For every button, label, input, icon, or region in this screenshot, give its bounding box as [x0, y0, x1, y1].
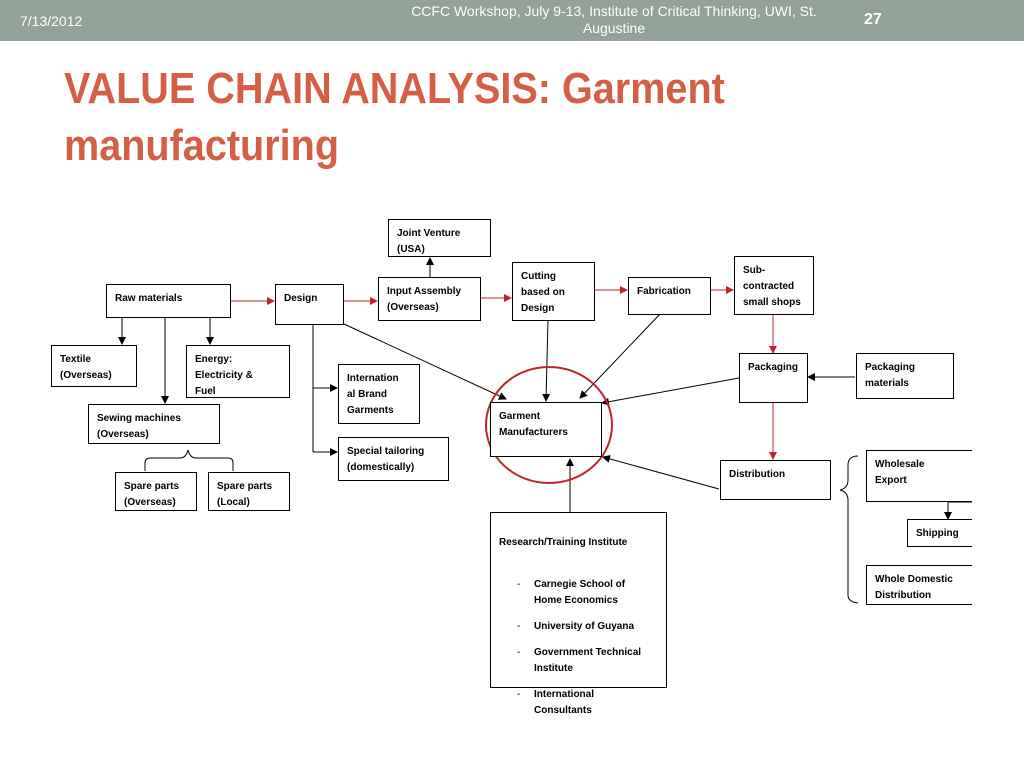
research-item-carnegie: -Carnegie School of Home Economics — [517, 579, 626, 606]
slide-title: VALUE CHAIN ANALYSIS: Garment manufactur… — [64, 64, 725, 170]
shipping-box: Shipping — [907, 519, 972, 547]
arrow-fabrication-to-garment — [579, 313, 661, 399]
arrow-distribution-to-garment — [602, 455, 720, 490]
research-list: -Carnegie School of Home Economics -Univ… — [499, 577, 660, 719]
distribution-box: Distribution — [720, 460, 831, 500]
slide-header-bar: 7/13/2012 CCFC Workshop, July 9-13, Inst… — [0, 0, 1024, 41]
list-dash: - — [517, 689, 521, 700]
sewing-machines-box: Sewing machines (Overseas) — [88, 404, 220, 444]
special-tailoring-box: Special tailoring (domestically) — [338, 437, 449, 481]
distribution-brace — [839, 455, 859, 604]
list-dash: - — [517, 647, 521, 658]
garment-manufacturers-box: Garment Manufacturers — [490, 402, 602, 457]
arrow-cutting-to-garment — [542, 319, 551, 402]
packaging-box: Packaging — [739, 353, 808, 403]
raw-materials-box: Raw materials — [106, 284, 231, 318]
slide-date: 7/13/2012 — [20, 13, 83, 29]
research-item-consultants: -International Consultants — [517, 689, 595, 716]
energy-box: Energy: Electricity & Fuel — [186, 345, 290, 398]
research-institute-box: Research/Training Institute -Carnegie Sc… — [490, 512, 667, 716]
cutting-box: Cutting based on Design — [512, 262, 595, 321]
input-assembly-box: Input Assembly (Overseas) — [378, 277, 481, 321]
garment-highlight-circle — [485, 366, 613, 484]
list-dash: - — [517, 621, 521, 632]
slide-footer-text: CCFC Workshop, July 9-13, Institute of C… — [411, 3, 817, 36]
subcontracted-box: Sub- contracted small shops — [734, 256, 814, 315]
fabrication-box: Fabrication — [628, 277, 711, 315]
spare-parts-local-box: Spare parts (Local) — [208, 472, 290, 511]
wholesale-export-box: Wholesale Export — [866, 450, 972, 502]
spare-parts-overseas-box: Spare parts (Overseas) — [115, 472, 197, 511]
sewing-brace — [144, 449, 234, 471]
joint-venture-box: Joint Venture (USA) — [388, 219, 491, 257]
slide-number: 27 — [864, 11, 882, 28]
research-title: Research/Training Institute — [499, 537, 628, 548]
research-item-ug: -University of Guyana — [499, 619, 660, 635]
design-box: Design — [275, 284, 344, 325]
arrow-design-to-garment — [343, 323, 507, 400]
research-item-gti: -Government Technical Institute — [517, 647, 642, 674]
textile-box: Textile (Overseas) — [51, 345, 137, 387]
arrow-packaging-to-garment — [601, 377, 740, 406]
list-dash: - — [517, 579, 521, 590]
packaging-materials-box: Packaging materials — [856, 353, 954, 399]
international-brand-box: Internation al Brand Garments — [338, 364, 420, 424]
whole-domestic-box: Whole Domestic Distribution — [866, 565, 972, 605]
